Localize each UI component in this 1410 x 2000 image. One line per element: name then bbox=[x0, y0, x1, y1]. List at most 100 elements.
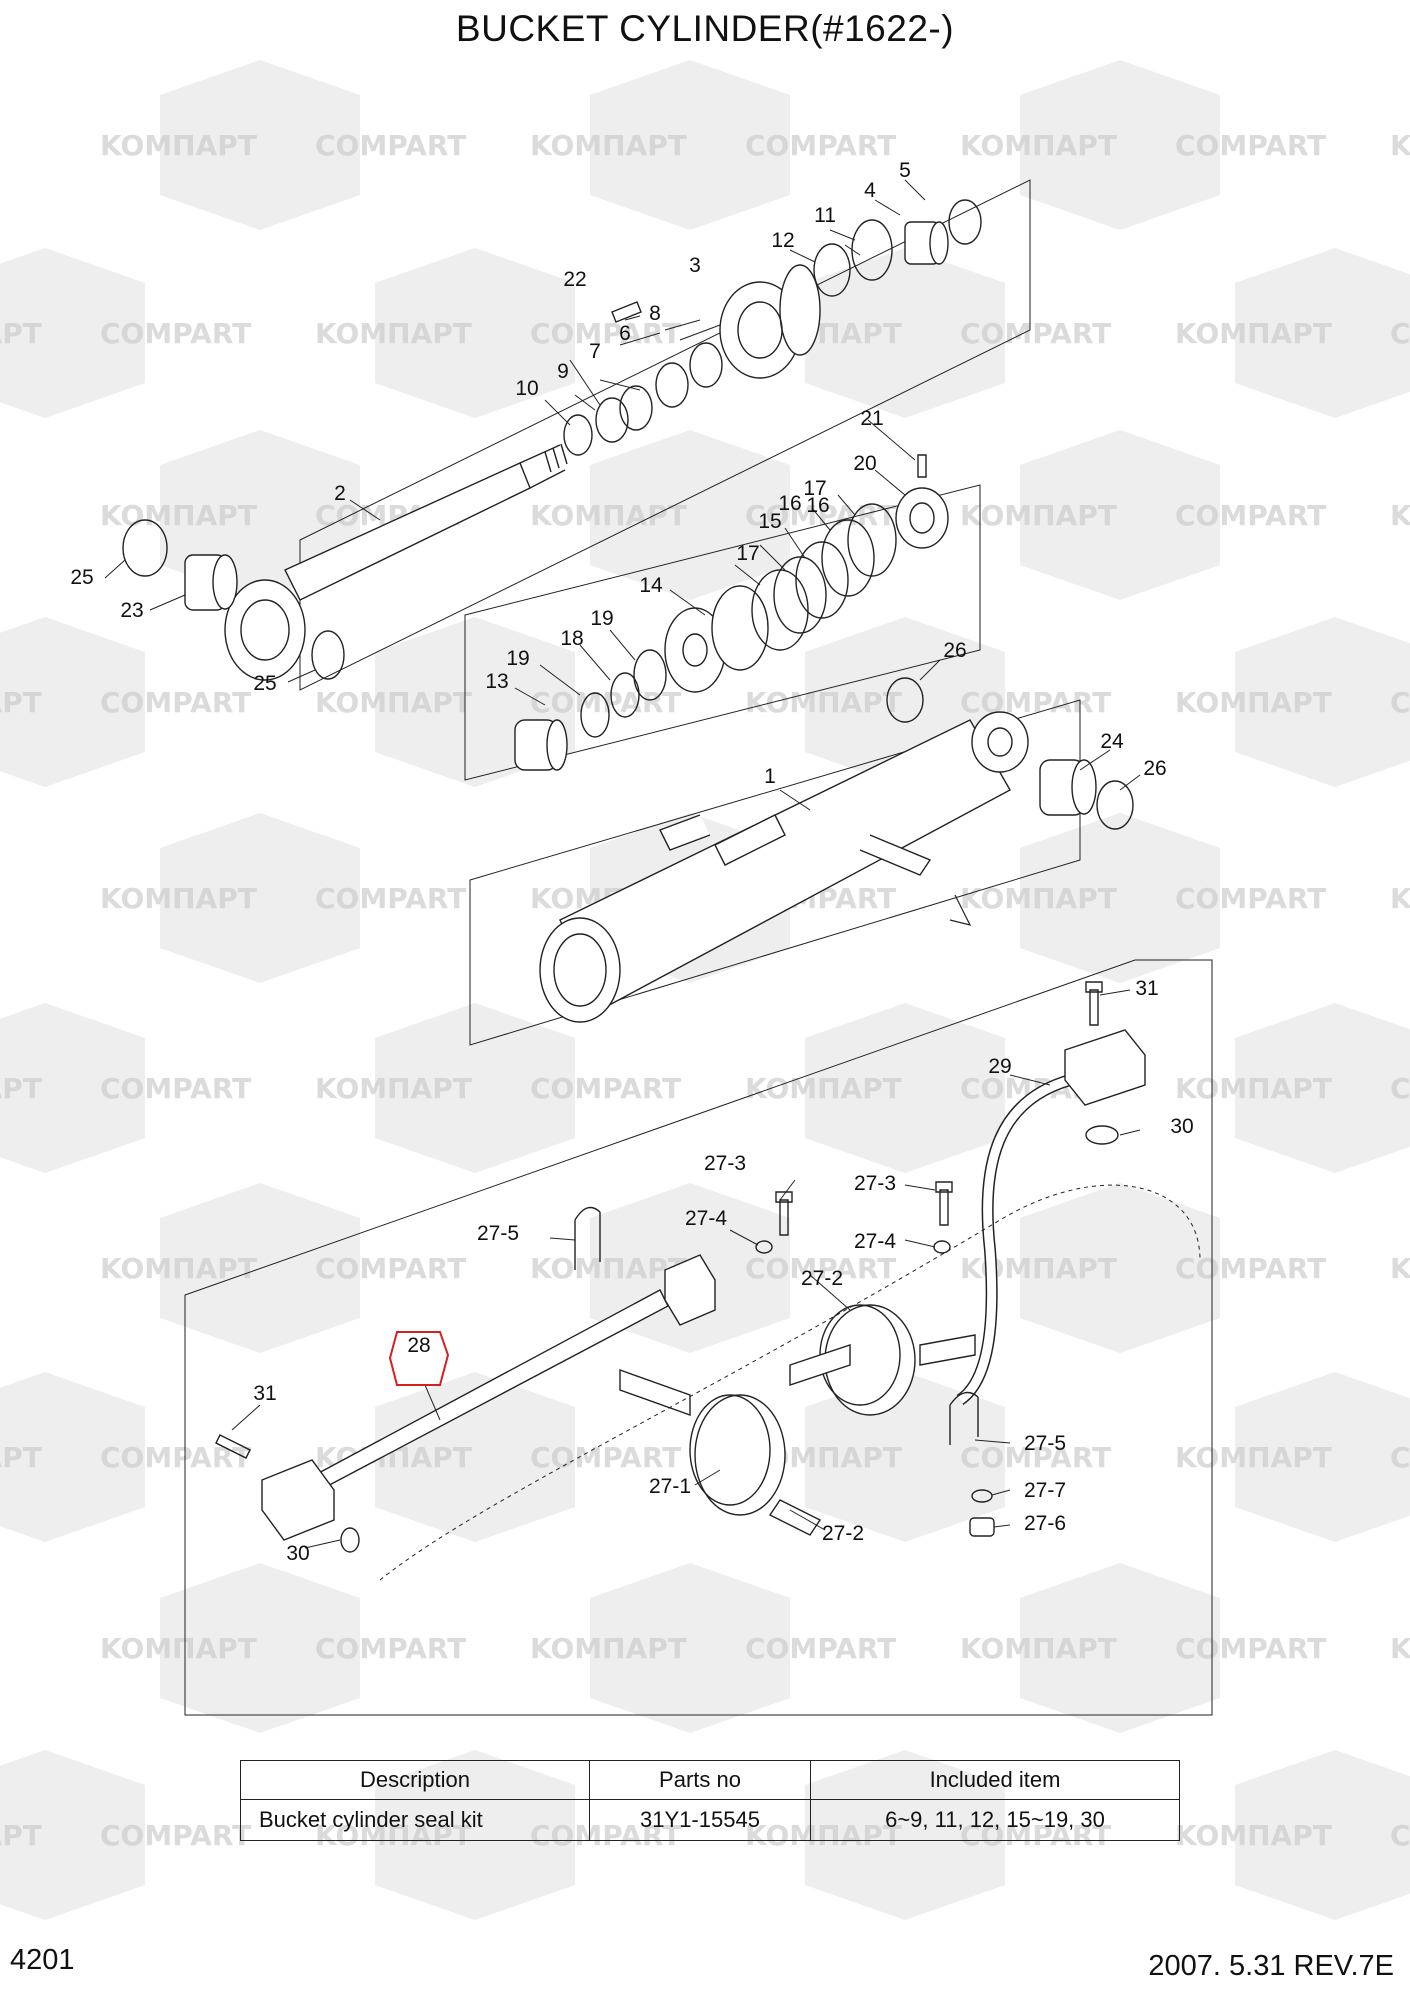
washer-27-7 bbox=[971, 1489, 993, 1503]
watermark-hexagon bbox=[1020, 1563, 1220, 1733]
bushing-23 bbox=[184, 554, 238, 611]
watermark-text: KOMПAPT bbox=[100, 129, 257, 162]
callout-9: 9 bbox=[557, 360, 569, 383]
callout-27-4: 27-4 bbox=[685, 1207, 727, 1230]
table-row: Bucket cylinder seal kit 31Y1-15545 6~9,… bbox=[240, 1799, 1180, 1841]
page-title: BUCKET CYLINDER(#1622-) bbox=[455, 8, 955, 49]
callout-27-2: 27-2 bbox=[801, 1267, 843, 1290]
watermark-text: COMPART bbox=[530, 1072, 681, 1105]
watermark-hexagon bbox=[805, 1372, 1005, 1542]
o-ring-30-upper bbox=[1085, 1125, 1119, 1145]
table-header-row: Description Parts no Included item bbox=[240, 1760, 1180, 1800]
watermark-hexagon bbox=[375, 1372, 575, 1542]
pipe-29 bbox=[956, 1029, 1146, 1405]
callout-29: 29 bbox=[988, 1055, 1011, 1078]
watermark-hexagon bbox=[0, 617, 145, 787]
callout-15: 15 bbox=[758, 510, 781, 533]
watermark-text: COMPART bbox=[100, 686, 251, 719]
watermark-hexagon bbox=[1020, 430, 1220, 600]
watermark-text: KOMПAPT bbox=[315, 686, 472, 719]
watermark-text: COMPART bbox=[315, 1252, 466, 1285]
watermark-text: KOMПAPT bbox=[530, 1252, 687, 1285]
watermark-text: KOMПAPT bbox=[1390, 882, 1410, 915]
callout-16: 16 bbox=[806, 494, 829, 517]
u-bolt-27-5-upper bbox=[574, 1206, 601, 1270]
watermark-hexagon bbox=[1235, 1750, 1410, 1920]
watermark-text: COMPART bbox=[1175, 882, 1326, 915]
ring-26-upper bbox=[886, 677, 924, 723]
callout-27-3: 27-3 bbox=[704, 1152, 746, 1175]
callout-12: 12 bbox=[771, 229, 794, 252]
header-description: Description bbox=[240, 1760, 590, 1800]
u-bolt-27-5-lower bbox=[949, 1391, 979, 1445]
watermark-text: COMPART bbox=[530, 1441, 681, 1474]
watermark-text: KOMПAPT bbox=[1175, 1819, 1332, 1852]
watermark-text: COMPART bbox=[530, 317, 681, 350]
cell-parts-no: 31Y1-15545 bbox=[589, 1799, 811, 1841]
watermark-text: COMPART bbox=[1390, 317, 1410, 350]
watermark-text: COMPART bbox=[1390, 686, 1410, 719]
watermark-text: KOMПAPT bbox=[1175, 317, 1332, 350]
watermark-text: COMPART bbox=[1390, 1072, 1410, 1105]
nut-13 bbox=[514, 719, 568, 771]
bushing-24 bbox=[1039, 759, 1097, 816]
watermark-text: KOMПAPT bbox=[100, 499, 257, 532]
callout-19: 19 bbox=[590, 607, 613, 630]
watermark-text: KOMПAPT bbox=[315, 1072, 472, 1105]
watermark-hexagon bbox=[0, 1750, 145, 1920]
watermark-hexagon bbox=[1020, 813, 1220, 983]
callout-27-4: 27-4 bbox=[854, 1230, 896, 1253]
header-parts-no: Parts no bbox=[589, 1760, 811, 1800]
callout-3: 3 bbox=[689, 254, 701, 277]
watermark-hexagon bbox=[375, 1003, 575, 1173]
watermark-hexagon bbox=[1235, 1372, 1410, 1542]
group-frame-piston bbox=[464, 484, 981, 781]
callout-26: 26 bbox=[943, 639, 966, 662]
watermark-text: KOMПAPT bbox=[100, 1632, 257, 1665]
watermark-text: COMPART bbox=[100, 1072, 251, 1105]
ring-25-lower bbox=[311, 630, 345, 680]
cell-included-item: 6~9, 11, 12, 15~19, 30 bbox=[810, 1799, 1180, 1841]
watermark-text: KOMПAPT bbox=[0, 1441, 42, 1474]
watermark-text: COMPART bbox=[745, 1252, 896, 1285]
piston-14 bbox=[664, 585, 769, 693]
callout-27-7: 27-7 bbox=[1024, 1479, 1066, 1502]
watermark-hexagon bbox=[375, 248, 575, 418]
watermark-text: COMPART bbox=[315, 882, 466, 915]
callout-21: 21 bbox=[860, 407, 883, 430]
watermark-hexagon bbox=[1235, 617, 1410, 787]
watermark-text: COMPART bbox=[745, 129, 896, 162]
watermark-hexagon bbox=[805, 1003, 1005, 1173]
callout-17: 17 bbox=[736, 542, 759, 565]
group-frame-tube bbox=[469, 699, 1081, 1046]
bolt-31-left bbox=[215, 1434, 251, 1459]
watermark-text: KOMПAPT bbox=[960, 1632, 1117, 1665]
callout-6: 6 bbox=[619, 322, 631, 345]
pipe-28 bbox=[261, 1254, 716, 1541]
watermark-hexagon bbox=[160, 1183, 360, 1353]
watermark-hexagon bbox=[1235, 1003, 1410, 1173]
callout-31: 31 bbox=[1135, 977, 1158, 1000]
cell-description: Bucket cylinder seal kit bbox=[240, 1799, 590, 1841]
callout-27-3: 27-3 bbox=[854, 1172, 896, 1195]
callout-8: 8 bbox=[649, 302, 661, 325]
watermark-text: KOMПAPT bbox=[960, 129, 1117, 162]
watermark-hexagon bbox=[0, 1372, 145, 1542]
watermark-text: KOMПAPT bbox=[0, 686, 42, 719]
callout-27-6: 27-6 bbox=[1024, 1512, 1066, 1535]
callout-25: 25 bbox=[253, 672, 276, 695]
callout-22: 22 bbox=[563, 268, 586, 291]
watermark-text: KOMПAPT bbox=[0, 1819, 42, 1852]
callout-28-highlight[interactable] bbox=[388, 1331, 450, 1386]
watermark-hexagon bbox=[805, 248, 1005, 418]
bolt-22 bbox=[611, 301, 642, 323]
watermark-text: KOMПAPT bbox=[1175, 1072, 1332, 1105]
watermark-text: KOMПAPT bbox=[1175, 686, 1332, 719]
callout-28[interactable]: 28 bbox=[407, 1334, 430, 1357]
callout-30: 30 bbox=[286, 1542, 309, 1565]
leader-lines bbox=[104, 179, 1141, 1549]
seal-kit-table: Description Parts no Included item Bucke… bbox=[240, 1760, 1180, 1841]
callout-27-5: 27-5 bbox=[477, 1222, 519, 1245]
watermark-text: KOMПAPT bbox=[100, 1252, 257, 1285]
